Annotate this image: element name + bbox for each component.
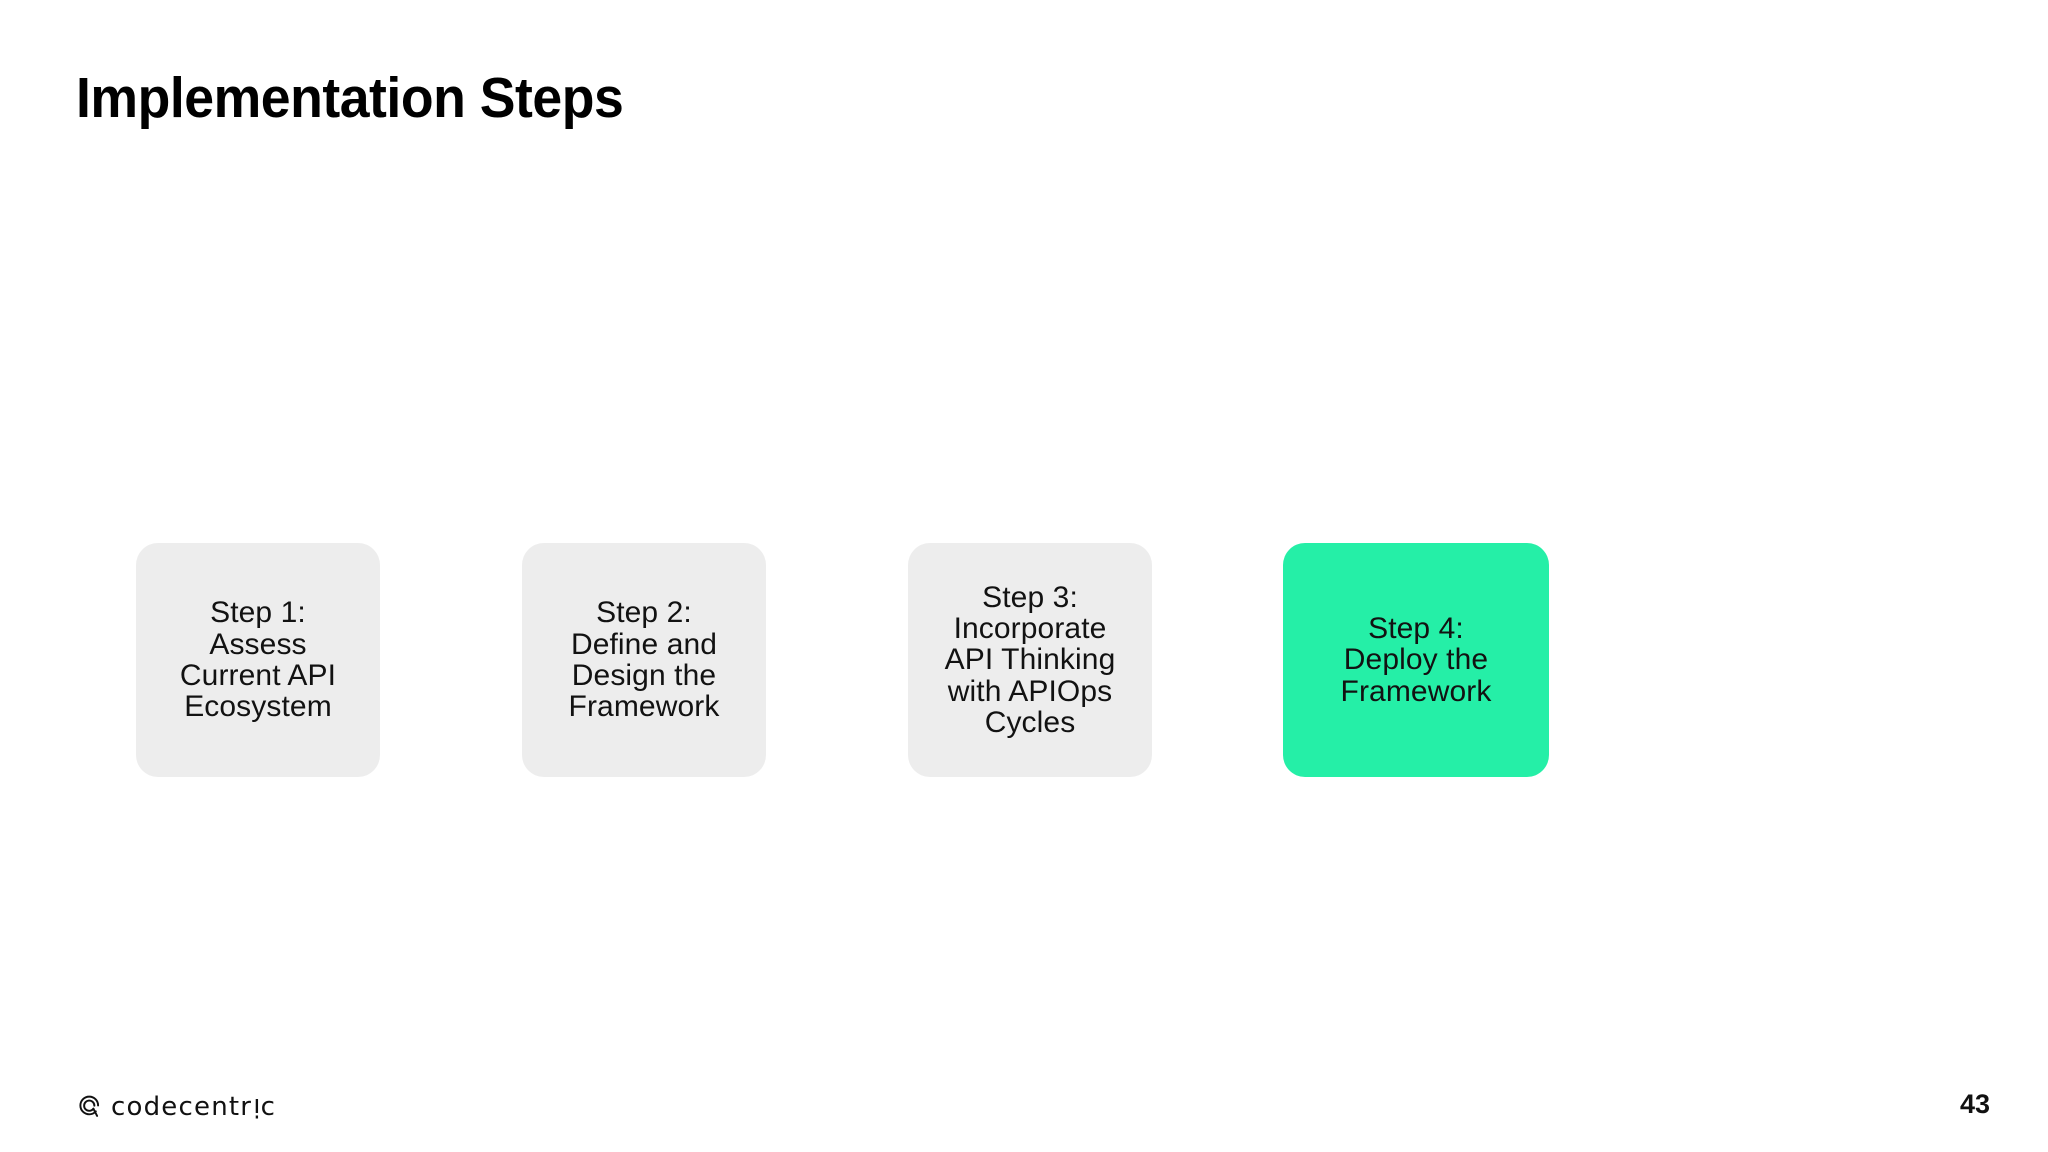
step-card-3[interactable]: Step 3: Incorporate API Thinking with AP… bbox=[908, 543, 1152, 777]
page-number: 43 bbox=[1959, 1089, 1990, 1119]
step-card-3-label: Step 3: Incorporate API Thinking with AP… bbox=[944, 580, 1116, 740]
step-card-1[interactable]: Step 1: Assess Current API Ecosystem bbox=[136, 543, 380, 777]
step-card-2[interactable]: Step 2: Define and Design the Framework bbox=[522, 543, 766, 777]
codecentric-spiral-icon bbox=[79, 1095, 100, 1117]
step-card-4[interactable]: Step 4: Deploy the Framework bbox=[1283, 543, 1549, 777]
step-card-4-label: Step 4: Deploy the Framework bbox=[1340, 611, 1492, 708]
brand-logo-text-part2: c bbox=[260, 1092, 277, 1122]
implementation-steps-row: Step 1: Assess Current API Ecosystem Ste… bbox=[0, 543, 2048, 777]
step-card-1-label: Step 1: Assess Current API Ecosystem bbox=[179, 596, 337, 724]
page-title: Implementation Steps bbox=[76, 66, 624, 130]
brand-logo-text-part1: codecentr bbox=[111, 1092, 253, 1122]
brand-logo-rotated-i: i bbox=[252, 1092, 261, 1122]
step-card-2-label: Step 2: Define and Design the Framework bbox=[568, 596, 720, 724]
